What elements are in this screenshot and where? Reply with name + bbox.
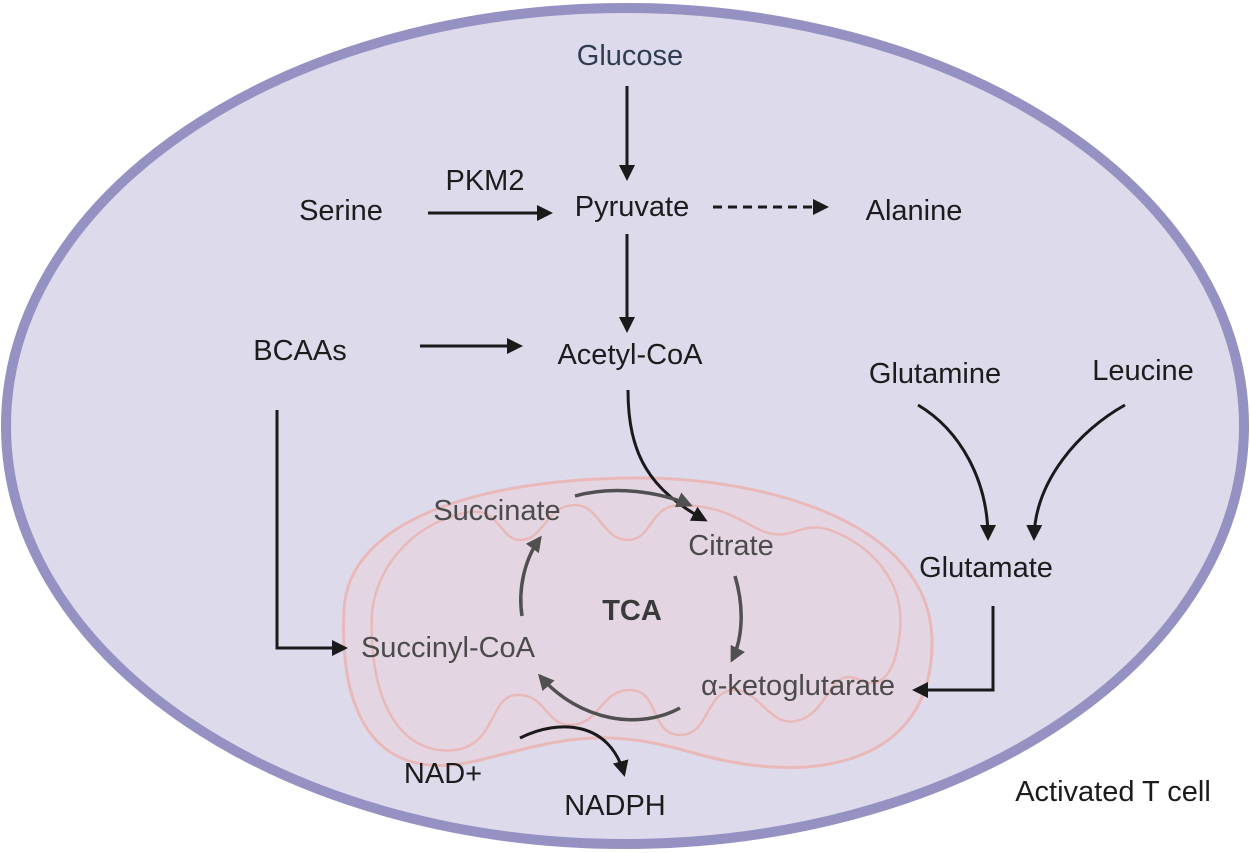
arrow-aketoglutarate-succinylcoa bbox=[538, 673, 681, 722]
alanine-label: Alanine bbox=[866, 195, 963, 227]
acetyl-coa-label: Acetyl-CoA bbox=[557, 339, 703, 371]
serine-label: Serine bbox=[299, 195, 383, 227]
bcaas-label: BCAAs bbox=[253, 335, 346, 367]
arrow-glutamine-glutamate bbox=[917, 403, 996, 541]
leucine-label: Leucine bbox=[1092, 355, 1194, 387]
a-ketoglutarate-label: α-ketoglutarate bbox=[701, 670, 895, 702]
nadph-label: NADPH bbox=[564, 790, 666, 822]
nad-label: NAD+ bbox=[404, 758, 482, 790]
arrow-acetylcoa-citrate bbox=[626, 389, 708, 522]
succinyl-coa-label: Succinyl-CoA bbox=[361, 632, 536, 664]
arrow-nad-nadph bbox=[519, 725, 629, 777]
tca-label: TCA bbox=[602, 595, 662, 627]
glucose-label: Glucose bbox=[577, 40, 683, 72]
pkm2-label: PKM2 bbox=[446, 165, 525, 197]
glutamine-label: Glutamine bbox=[869, 358, 1001, 390]
arrow-citrate-aketoglutarate bbox=[730, 575, 745, 663]
arrow-succinate-citrate bbox=[574, 488, 693, 508]
arrow-succinylcoa-succinate bbox=[519, 535, 542, 617]
cell-type-label: Activated T cell bbox=[1015, 776, 1211, 808]
pyruvate-label: Pyruvate bbox=[575, 191, 689, 223]
arrow-leucine-glutamate bbox=[1026, 403, 1126, 541]
arrow-bcaas-succinylcoa bbox=[275, 410, 348, 656]
citrate-label: Citrate bbox=[688, 530, 773, 562]
succinate-label: Succinate bbox=[433, 495, 560, 527]
glutamate-label: Glutamate bbox=[919, 552, 1053, 584]
cell-membrane bbox=[1, 3, 1249, 849]
mitochondrion-cristae bbox=[370, 503, 902, 752]
arrow-glutamate-aketoglutarate bbox=[912, 606, 995, 698]
